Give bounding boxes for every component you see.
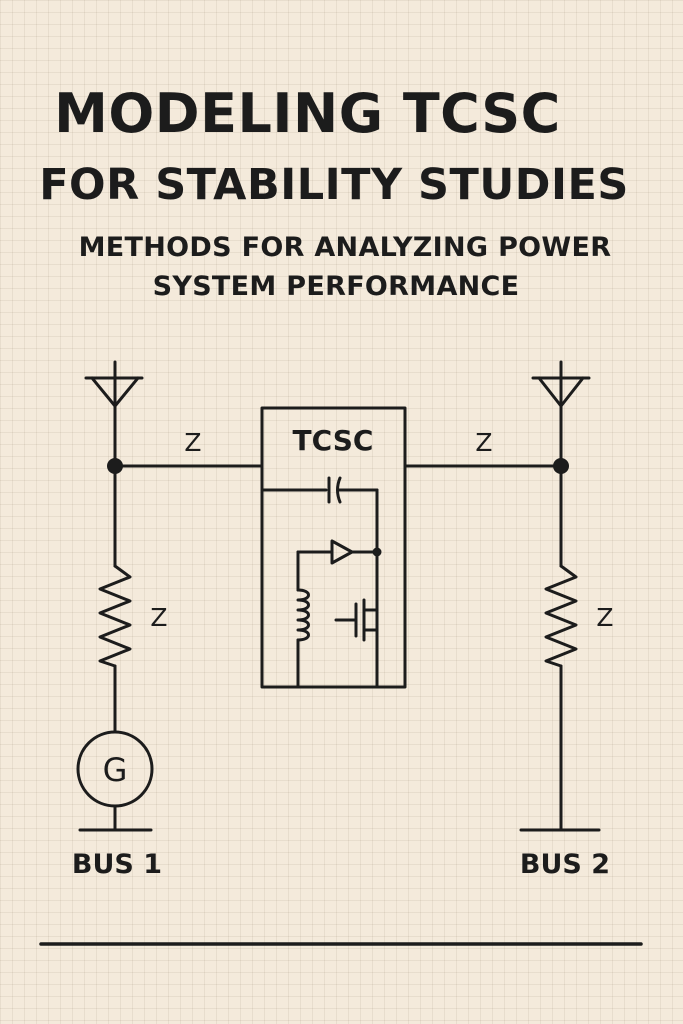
resistor-right-icon <box>544 464 578 832</box>
antenna-right-icon <box>531 360 591 468</box>
thyristor-icon <box>296 539 382 565</box>
generator-label: G <box>103 751 128 789</box>
resistor-left-label: Z <box>150 603 167 632</box>
tcsc-box <box>260 406 407 689</box>
capacitor-icon <box>260 476 379 689</box>
title-line-1: MODELING TCSC <box>54 82 561 145</box>
tcsc-label: TCSC <box>293 424 374 457</box>
bus-1-label: BUS 1 <box>72 849 162 880</box>
bus-2-label: BUS 2 <box>520 849 610 880</box>
subtitle-line-2: SYSTEM PERFORMANCE <box>152 271 520 302</box>
resistor-left-icon <box>98 464 132 734</box>
title-line-2: FOR STABILITY STUDIES <box>39 160 629 210</box>
line-impedance-right-label: Z <box>475 428 492 457</box>
resistor-right-label: Z <box>596 603 613 632</box>
switch-transistor-icon <box>334 598 379 642</box>
inductor-icon <box>296 550 310 689</box>
subtitle-line-1: METHODS FOR ANALYZING POWER <box>78 232 612 263</box>
line-impedance-left-label: Z <box>184 428 201 457</box>
antenna-left-icon <box>84 360 144 468</box>
